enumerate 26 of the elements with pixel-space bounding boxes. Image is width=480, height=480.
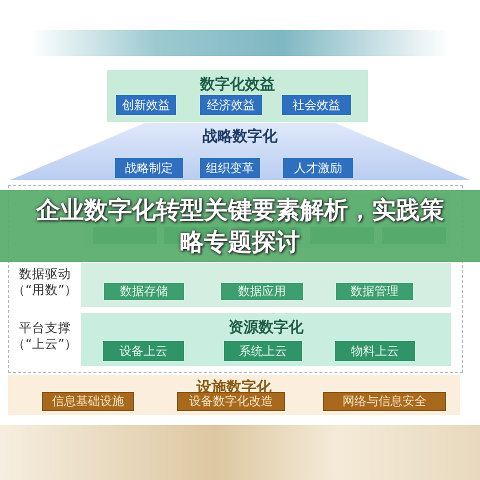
item-box: 物料上云 <box>335 341 415 361</box>
side-label: 数据驱动（“用数”） <box>12 266 78 298</box>
item-box: 数据管理 <box>336 283 413 300</box>
item-box: 设备上云 <box>103 341 184 361</box>
tier-band <box>81 263 451 307</box>
band-heading: 数字化效益 <box>198 75 276 94</box>
item-box: 战略制定 <box>115 158 183 178</box>
band-heading: 资源数字化 <box>228 318 304 337</box>
item-box: 信息基础设施 <box>42 392 134 411</box>
item-box: 组织变革 <box>200 158 260 178</box>
item-box: 设备数字化改造 <box>177 392 285 411</box>
item-box: 数据存储 <box>104 283 184 300</box>
item-box: 网络与信息安全 <box>323 392 446 411</box>
item-box: 数据应用 <box>221 283 303 300</box>
item-box: 人才激励 <box>283 158 353 178</box>
trapezoid-band <box>10 123 470 180</box>
item-box: 系统上云 <box>224 341 302 361</box>
item-box: 创新效益 <box>116 95 176 115</box>
item-box: 经济效益 <box>200 95 262 115</box>
side-label: 平台支撑（“上云”） <box>12 320 78 352</box>
tier-band <box>8 375 460 415</box>
band-heading: 战略数字化 <box>202 127 278 146</box>
tier-band <box>107 70 368 122</box>
tier-band <box>81 313 451 366</box>
title: 企业数字化转型关键要素解析，实践策略专题探讨 <box>34 195 445 258</box>
item-box: 社会效益 <box>282 95 351 115</box>
